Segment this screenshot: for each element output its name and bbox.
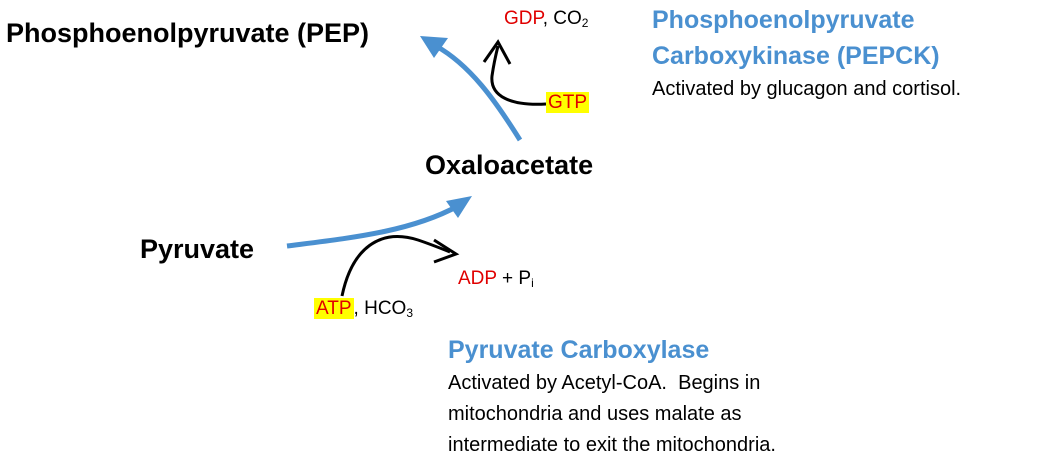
hco3-subscript: 3 bbox=[406, 306, 414, 320]
comma: , bbox=[542, 8, 554, 29]
gdp-text: GDP bbox=[504, 8, 543, 29]
adp-pi-label: ADP + Pi bbox=[458, 268, 534, 290]
atp-hco3-label: ATP, HCO3 bbox=[314, 298, 413, 320]
gtp-to-gdp-arrowhead bbox=[482, 39, 512, 65]
co2-text: CO bbox=[553, 8, 582, 29]
gtp-text: GTP bbox=[546, 92, 590, 113]
pi-subscript: i bbox=[531, 276, 534, 290]
adp-text: ADP bbox=[458, 268, 497, 289]
oxaloacetate-to-pep-arrow bbox=[434, 43, 523, 142]
pyruvate-to-oxaloacetate-arrow bbox=[286, 203, 460, 249]
atp-to-adp-arrow bbox=[340, 235, 451, 297]
pc-name: Pyruvate Carboxylase bbox=[448, 336, 710, 364]
pyruvate-to-oxaloacetate-arrowhead bbox=[446, 196, 472, 218]
pi-text: + P bbox=[502, 268, 532, 289]
co2-subscript: 2 bbox=[581, 16, 589, 30]
pepck-name-line2: Carboxykinase (PEPCK) bbox=[652, 42, 940, 70]
pepck-note: Activated by glucagon and cortisol. bbox=[652, 78, 962, 100]
pc-note-line1: Activated by Acetyl-CoA. Begins in bbox=[448, 372, 761, 394]
pc-note-line3: intermediate to exit the mitochondria. bbox=[448, 434, 776, 456]
comma: , bbox=[353, 298, 365, 319]
pc-block: Pyruvate Carboxylase Activated by Acetyl… bbox=[448, 332, 776, 461]
gtp-label: GTP bbox=[546, 92, 590, 114]
atp-text: ATP bbox=[314, 298, 354, 319]
oxaloacetate-to-pep-arrowhead bbox=[420, 36, 448, 58]
atp-to-adp-arrowhead bbox=[433, 238, 460, 264]
pyruvate-label: Pyruvate bbox=[140, 234, 255, 264]
pep-label: Phosphoenolpyruvate (PEP) bbox=[6, 18, 370, 48]
pepck-name-line1: Phosphoenolpyruvate bbox=[652, 6, 915, 34]
gdp-co2-label: GDP, CO2 bbox=[504, 8, 588, 30]
gtp-to-gdp-arrow bbox=[490, 45, 547, 106]
hco3-text: HCO bbox=[364, 298, 407, 319]
oxaloacetate-label: Oxaloacetate bbox=[425, 150, 594, 180]
pc-note-line2: mitochondria and uses malate as bbox=[448, 403, 742, 425]
pepck-block: Phosphoenolpyruvate Carboxykinase (PEPCK… bbox=[652, 2, 961, 105]
